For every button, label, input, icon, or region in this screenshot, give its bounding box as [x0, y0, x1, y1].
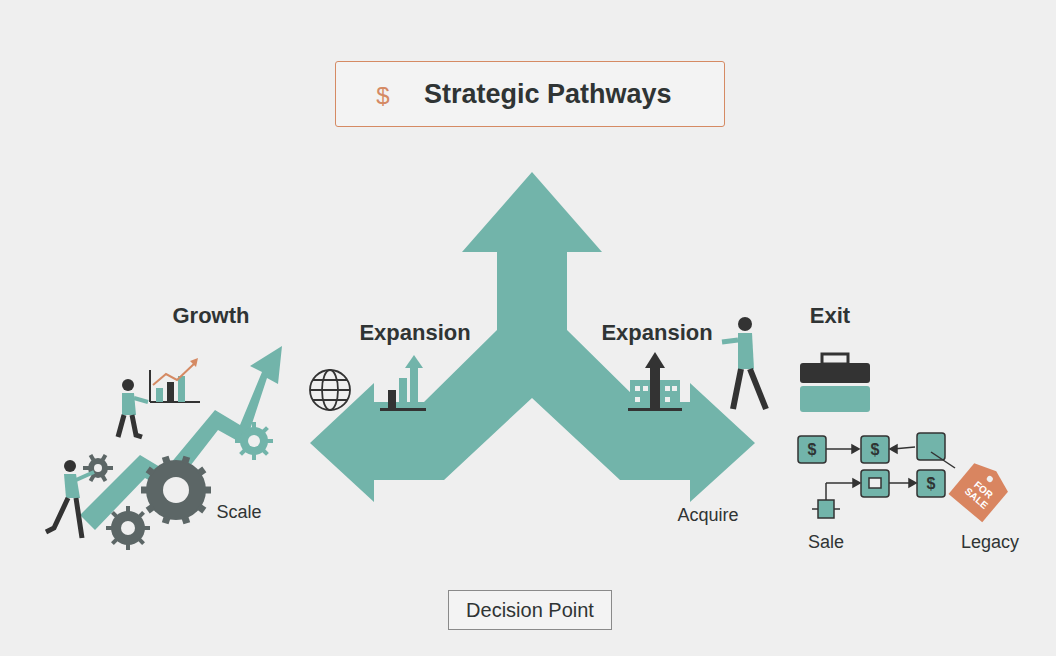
gear-tooth — [102, 475, 106, 481]
gear-tooth — [185, 457, 187, 464]
gear-tooth — [266, 439, 273, 443]
gear-tooth — [83, 466, 90, 470]
label-text: Acquire — [677, 506, 738, 526]
gear-tooth — [139, 539, 144, 544]
gear-tooth — [199, 506, 205, 510]
gear-tooth — [185, 517, 187, 524]
bar-icon — [380, 355, 426, 411]
gear-tooth — [252, 453, 256, 460]
growth-arrow — [80, 346, 282, 530]
gear-tooth — [262, 428, 267, 433]
briefcase-icon — [800, 354, 870, 412]
gears — [88, 427, 268, 545]
chart-icon — [150, 358, 200, 402]
globe-icon — [310, 370, 350, 410]
label-text: Scale — [216, 503, 261, 523]
label-text: Legacy — [961, 533, 1019, 553]
gear-tooth — [235, 439, 242, 443]
title-box: Strategic Pathways — [335, 61, 725, 127]
gear-tooth — [126, 506, 130, 513]
gear-tooth — [141, 487, 148, 494]
label-text: Expansion — [601, 321, 712, 345]
gear-tooth — [106, 526, 113, 530]
sale-flow — [798, 433, 955, 518]
gear-tooth — [148, 469, 154, 473]
gear-tooth — [241, 428, 246, 433]
label-text: $ — [927, 475, 936, 493]
title-text: Strategic Pathways — [424, 79, 672, 110]
label-text: Expansion — [359, 321, 470, 345]
gear-tooth — [112, 512, 117, 517]
box-text: Decision Point — [466, 599, 594, 622]
gear-tooth — [252, 422, 256, 429]
gear-tooth — [126, 543, 130, 550]
person-pushing — [46, 460, 94, 538]
person-climbing — [118, 379, 148, 437]
gear-teeth — [83, 422, 273, 550]
label-text: Growth — [173, 304, 250, 328]
label-text: Sale — [808, 533, 844, 553]
label-text: Exit — [810, 304, 850, 328]
sale-tag — [949, 457, 1014, 522]
gear-tooth — [241, 449, 246, 454]
gear-tooth — [143, 526, 150, 530]
gear-tooth — [199, 469, 205, 473]
gear-tooth — [91, 455, 95, 461]
process-box: Decision Point — [448, 590, 612, 630]
gear-tooth — [106, 466, 113, 470]
gear-tooth — [91, 475, 95, 481]
gear-tooth — [165, 517, 167, 524]
gear-tooth — [148, 506, 154, 510]
label-text: $ — [871, 441, 880, 459]
gear-tooth — [112, 539, 117, 544]
gear-tooth — [204, 487, 211, 494]
label-text: $ — [376, 83, 389, 109]
gear-tooth — [262, 449, 267, 454]
label-text: $ — [808, 441, 817, 459]
gear-tooth — [165, 457, 167, 464]
split-arrow — [310, 172, 755, 502]
person-expanding — [722, 317, 766, 409]
gear-tooth — [102, 455, 106, 461]
gear-tooth — [139, 512, 144, 517]
building-icon — [628, 352, 682, 411]
